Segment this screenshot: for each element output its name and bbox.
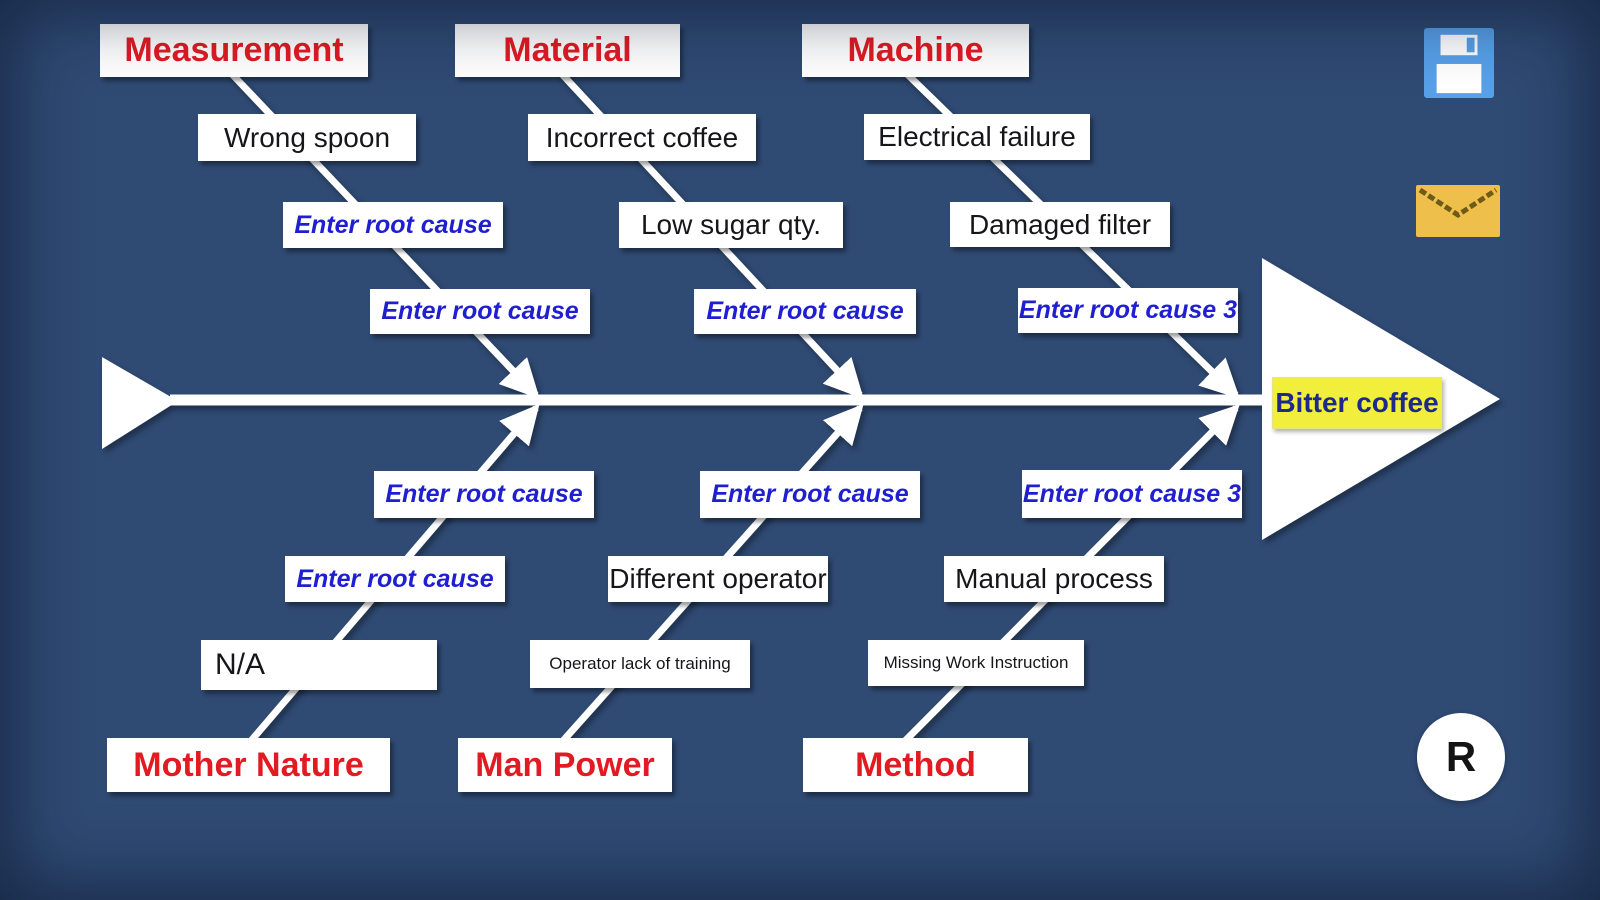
cause-box[interactable]: N/A: [201, 640, 437, 690]
fab-label: R: [1445, 733, 1477, 780]
root-cause-placeholder-box[interactable]: Enter root cause: [285, 556, 505, 602]
root-cause-placeholder-box[interactable]: Enter root cause: [694, 289, 916, 334]
root-cause-placeholder-box[interactable]: Enter root cause 3: [1018, 288, 1238, 333]
cause-box[interactable]: Wrong spoon: [198, 114, 416, 161]
mail-button[interactable]: [1416, 185, 1500, 237]
redo-fab-button[interactable]: R: [1417, 713, 1505, 801]
cause-box[interactable]: Low sugar qty.: [619, 202, 843, 248]
root-cause-placeholder-box[interactable]: Enter root cause: [700, 471, 920, 518]
category-box-material[interactable]: Material: [455, 24, 680, 77]
cause-box[interactable]: Damaged filter: [950, 202, 1170, 247]
cause-box[interactable]: Incorrect coffee: [528, 114, 756, 161]
root-cause-placeholder-box[interactable]: Enter root cause 3: [1022, 470, 1242, 518]
root-cause-placeholder-box[interactable]: Enter root cause: [370, 289, 590, 334]
save-icon: [1424, 28, 1494, 98]
spine-start-triangle: [102, 357, 178, 449]
category-box-machine[interactable]: Machine: [802, 24, 1029, 77]
root-cause-placeholder-box[interactable]: Enter root cause: [374, 471, 594, 518]
mail-icon: [1416, 185, 1500, 237]
cause-box[interactable]: Missing Work Instruction: [868, 640, 1084, 686]
effect-box[interactable]: Bitter coffee: [1272, 377, 1442, 429]
cause-box[interactable]: Manual process: [944, 556, 1164, 602]
cause-box[interactable]: Operator lack of training: [530, 640, 750, 688]
category-box-measurement[interactable]: Measurement: [100, 24, 368, 77]
cause-box[interactable]: Electrical failure: [864, 114, 1090, 160]
save-button[interactable]: [1424, 27, 1494, 99]
category-box-mother-nature[interactable]: Mother Nature: [107, 738, 390, 792]
category-box-man-power[interactable]: Man Power: [458, 738, 672, 792]
cause-box[interactable]: Different operator: [608, 556, 828, 602]
root-cause-placeholder-box[interactable]: Enter root cause: [283, 202, 503, 248]
category-box-method[interactable]: Method: [803, 738, 1028, 792]
